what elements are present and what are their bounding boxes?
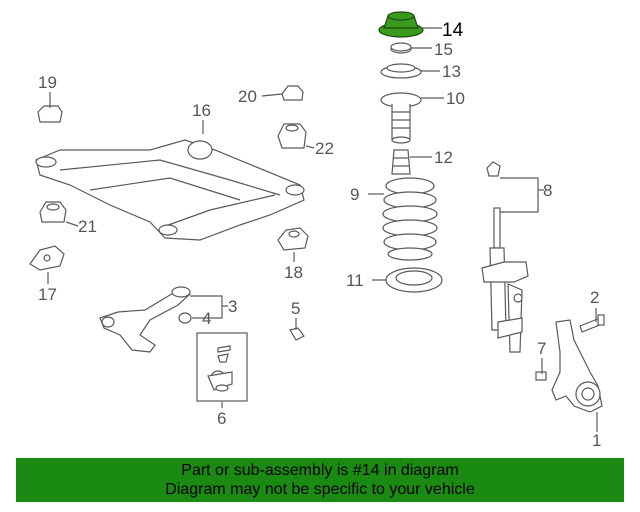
- callout-6[interactable]: 6: [217, 409, 226, 428]
- callout-14[interactable]: 14: [442, 20, 464, 41]
- callout-19[interactable]: 19: [38, 73, 57, 92]
- clip-5-part[interactable]: [289, 327, 305, 341]
- leader-lines: [47, 27, 598, 432]
- banner-line-1: Part or sub-assembly is #14 in diagram: [181, 462, 459, 479]
- callout-labels: 14 15 13 10 12 9 11 8 2 7 1 19 16 20 22 …: [38, 20, 601, 450]
- insulator-11-part[interactable]: [385, 267, 443, 293]
- callout-17[interactable]: 17: [38, 285, 57, 304]
- ball-joint-part[interactable]: [196, 332, 248, 402]
- callout-2[interactable]: 2: [590, 288, 599, 307]
- mount-21-part[interactable]: [39, 201, 67, 223]
- callout-3[interactable]: 3: [228, 297, 237, 316]
- mount-19-part[interactable]: [37, 105, 63, 123]
- info-banner: Part or sub-assembly is #14 in diagram D…: [16, 458, 624, 502]
- control-arm-part[interactable]: [99, 286, 191, 353]
- banner-line-2: Diagram may not be specific to your vehi…: [165, 481, 475, 498]
- callout-12[interactable]: 12: [434, 148, 453, 167]
- callout-18[interactable]: 18: [284, 263, 303, 282]
- callout-8[interactable]: 8: [543, 181, 552, 200]
- parts-diagram: 14 15 13 10 12 9 11 8 2 7 1 19 16 20 22 …: [29, 11, 605, 450]
- callout-7[interactable]: 7: [537, 339, 546, 358]
- callout-15[interactable]: 15: [434, 40, 453, 59]
- mount-20-part[interactable]: [281, 85, 304, 101]
- strut-mount-14-part[interactable]: [378, 11, 424, 38]
- mount-22-part[interactable]: [277, 123, 307, 149]
- callout-16[interactable]: 16: [192, 101, 211, 120]
- seal-15-part[interactable]: [390, 42, 412, 54]
- bushing-4-part[interactable]: [178, 312, 192, 324]
- seat-13-part[interactable]: [380, 63, 422, 79]
- nut-7-part[interactable]: [535, 371, 547, 381]
- mount-17-part[interactable]: [29, 245, 65, 271]
- callout-1[interactable]: 1: [592, 431, 601, 450]
- callout-11[interactable]: 11: [346, 271, 364, 290]
- callout-20[interactable]: 20: [238, 87, 257, 106]
- callout-21[interactable]: 21: [78, 217, 97, 236]
- callout-13[interactable]: 13: [442, 62, 461, 81]
- boot-10-part[interactable]: [380, 92, 422, 144]
- knuckle-1-part[interactable]: [551, 319, 603, 413]
- callout-9[interactable]: 9: [350, 185, 359, 204]
- bolt-2-part[interactable]: [579, 314, 605, 333]
- callout-10[interactable]: 10: [446, 89, 465, 108]
- bumper-12-part[interactable]: [391, 149, 411, 175]
- callout-22[interactable]: 22: [315, 139, 334, 158]
- callout-4[interactable]: 4: [202, 309, 211, 328]
- subframe-part[interactable]: [35, 139, 305, 241]
- mount-18-part[interactable]: [277, 227, 309, 251]
- callout-5[interactable]: 5: [291, 299, 300, 318]
- strut-8-part[interactable]: [481, 161, 529, 353]
- coil-spring-9-part[interactable]: [382, 177, 438, 261]
